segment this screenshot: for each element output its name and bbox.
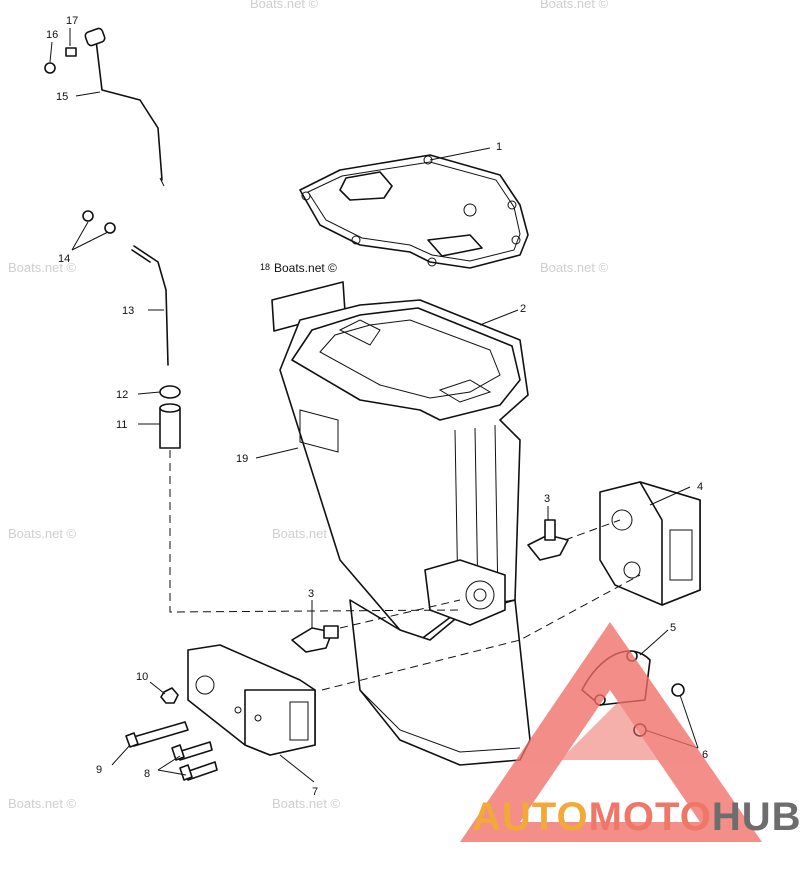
callout-9: 9 (96, 764, 102, 776)
callout-17: 17 (66, 15, 78, 27)
callout-11: 11 (116, 419, 127, 431)
callout-6: 6 (702, 749, 708, 761)
rubber-mount-upper (527, 519, 569, 561)
callout-8: 8 (144, 768, 150, 780)
assembly-line (339, 599, 461, 629)
assembly-line (564, 519, 621, 541)
callout-13: 13 (122, 305, 134, 317)
logo-text-hub: HUB (712, 795, 800, 839)
callout-1: 1 (496, 141, 502, 153)
mount-housing-left (187, 644, 316, 756)
callout-19: 19 (236, 453, 248, 465)
rubber-mount-lower (291, 625, 339, 653)
watermark: Boats.net © (250, 0, 319, 11)
callout-15: 15 (56, 91, 68, 103)
watermark: Boats.net © (272, 526, 341, 541)
watermark: Boats.net © (540, 260, 609, 275)
callout-labels: 1 2 3 3 4 5 6 7 8 9 10 11 12 13 14 15 16… (46, 15, 708, 798)
callout-10: 10 (136, 671, 148, 683)
gasket-part (299, 154, 529, 269)
assembly-line (321, 574, 641, 691)
callout-3: 3 (308, 588, 314, 600)
shift-rod-lower (82, 210, 181, 449)
logo-text-auto: AUTO (472, 795, 589, 839)
logo-wordmark: AUTOMOTOHUB (472, 795, 800, 839)
callout-14: 14 (58, 253, 70, 265)
watermark: Boats.net © (272, 796, 341, 811)
callout-16: 16 (46, 29, 58, 41)
callout-18: 18 (260, 262, 270, 272)
callout-12: 12 (116, 389, 128, 401)
watermark: Boats.net © (8, 526, 77, 541)
watermark: Boats.net © (8, 796, 77, 811)
logo-text-moto: MOTO (589, 795, 712, 839)
assembly-line (169, 450, 461, 613)
logo-triangle-icon (460, 622, 762, 842)
bolt-set (125, 687, 218, 781)
callout-4: 4 (697, 481, 703, 493)
callout-5: 5 (670, 622, 676, 634)
callout-7: 7 (312, 786, 318, 798)
shift-rod-upper (44, 27, 165, 187)
callout-2: 2 (520, 303, 526, 315)
drive-shaft-housing (279, 299, 531, 766)
decal-watermark-text: Boats.net © (274, 261, 337, 275)
automotohub-logo: AUTOMOTOHUB (460, 622, 800, 842)
watermark: Boats.net © (8, 260, 77, 275)
watermark-layer: Boats.net © Boats.net © Boats.net © Boat… (8, 0, 609, 811)
callout-3: 3 (544, 493, 550, 505)
watermark: Boats.net © (540, 0, 609, 11)
mount-housing-right (599, 481, 701, 606)
